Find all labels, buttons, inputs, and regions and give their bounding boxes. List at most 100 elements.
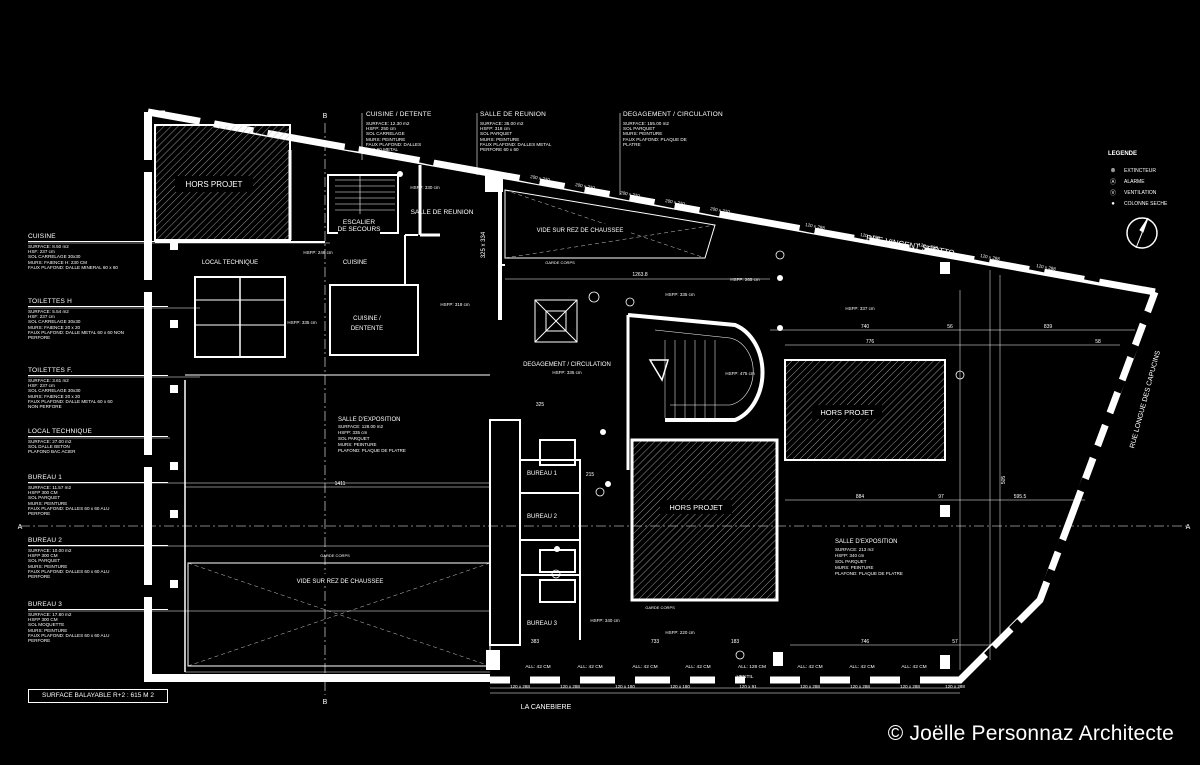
dim-56: 56 <box>947 324 953 330</box>
local-technique-label: LOCAL TECHNIQUE <box>202 260 258 266</box>
left-leader-lines <box>28 242 490 612</box>
dim-884: 884 <box>856 494 865 500</box>
spec-cuisine: CUISINE SURFACE: 8.50 m2 HSF: 237 cm SOL… <box>28 233 188 270</box>
svg-text:120 x 180: 120 x 180 <box>670 684 690 689</box>
hors-projet-area-3 <box>630 438 779 602</box>
spec-bureau-1: BUREAU 1 SURFACE: 11.57 m2 HSFP 300 CM S… <box>28 474 188 516</box>
dim-183: 183 <box>731 639 740 645</box>
stair-label-1: ESCALIER <box>343 219 375 226</box>
hors-projet-label-2: HORS PROJET <box>820 408 874 417</box>
standpipe-icon: ● <box>1111 200 1115 207</box>
svg-text:ALL: 42 CM: ALL: 42 CM <box>632 664 657 670</box>
dim-1263: 1263.8 <box>632 272 648 278</box>
svg-text:SOL PARQUET: SOL PARQUET <box>835 559 867 564</box>
salle-expo-2-title: SALLE D'EXPOSITION <box>835 539 898 545</box>
svg-text:SURFACE: 213 m2: SURFACE: 213 m2 <box>835 547 874 552</box>
dim-58: 58 <box>1095 339 1101 345</box>
svg-text:120 x 91: 120 x 91 <box>739 684 757 689</box>
degagement-label: DEGAGEMENT / CIRCULATION <box>523 362 611 368</box>
svg-text:120 x 288: 120 x 288 <box>980 253 1001 261</box>
svg-text:ALL: 42 CM: ALL: 42 CM <box>849 664 874 670</box>
copyright: © Joëlle Personnaz Architecte <box>887 722 1174 745</box>
bottom-window-dims: 120 x 288 120 x 288 120 x 180 120 x 180 … <box>510 684 965 689</box>
right-dimension-lines <box>770 270 1135 670</box>
top-wall-openings <box>199 116 1101 283</box>
standpipe-markers <box>397 171 783 552</box>
garde-corps-top: GARDE CORPS <box>545 260 575 265</box>
svg-text:PLAFOND: PLAQUE DE PLATRE: PLAFOND: PLAQUE DE PLATRE <box>338 448 406 453</box>
hsfp-475: HSFP: 475 cm <box>725 371 755 376</box>
svg-text:200 x 220: 200 x 220 <box>665 198 686 206</box>
extinguisher-icon: ⊗ <box>1110 168 1116 174</box>
office-walls <box>489 419 581 646</box>
hsfp-246: HSFP: 246 cm <box>303 250 333 255</box>
bureau2-label: BUREAU 2 <box>527 514 558 520</box>
dim-595: 595.5 <box>1014 494 1027 500</box>
ventilation-icon: Ⓥ <box>1109 191 1116 197</box>
cuisine-detente-label-1: CUISINE / <box>353 316 381 322</box>
hsfp-330: HSFP: 330 cm <box>410 185 440 190</box>
hsfp-335-left: HSFP: 335 cm <box>287 320 317 325</box>
svg-text:ALL: 42 CM: ALL: 42 CM <box>685 664 710 670</box>
svg-text:SOL PARQUET: SOL PARQUET <box>338 436 370 441</box>
svg-text:ALL: 128 CM: ALL: 128 CM <box>738 664 766 670</box>
svg-text:PLAFOND: PLAQUE DE PLATRE: PLAFOND: PLAQUE DE PLATRE <box>835 571 903 576</box>
hors-projet-label-1: HORS PROJET <box>186 180 243 189</box>
svg-text:120 x 180: 120 x 180 <box>615 684 635 689</box>
svg-text:VENTIL: VENTIL <box>737 674 754 680</box>
spec-bureau-3: BUREAU 3 SURFACE: 17.80 m2 HSFP 300 CM S… <box>28 601 188 643</box>
dim-215: 215 <box>586 472 595 478</box>
street-bottom: LA CANEBIERE <box>521 704 572 711</box>
svg-text:120 x 288: 120 x 288 <box>1036 263 1057 271</box>
right-wall-openings <box>984 310 1152 659</box>
cuisine-label: CUISINE <box>343 260 367 266</box>
spec-toilettes-h: TOILETTES H SURFACE: 5.54 m2 HSF: 237 cm… <box>28 298 188 340</box>
top-window-dims: 200 x 220 200 x 220 200 x 220 200 x 220 … <box>530 174 1057 271</box>
bottom-facade-lines <box>185 671 960 694</box>
top-note-leaders <box>361 113 621 195</box>
hors-projet-label-3: HORS PROJET <box>669 503 723 512</box>
void-label-top: VIDE SUR REZ DE CHAUSSEE <box>537 228 624 234</box>
alarm-icon: Ⓐ <box>1109 180 1116 186</box>
dim-325x334: 325 x 334 <box>481 231 487 258</box>
interior-walls <box>155 150 505 672</box>
svg-text:ALL: 42 CM: ALL: 42 CM <box>797 664 822 670</box>
dim-383: 383 <box>531 639 540 645</box>
garde-corps-bottom: GARDE CORPS <box>320 553 350 558</box>
svg-text:200 x 220: 200 x 220 <box>530 174 551 182</box>
spec-local-technique: LOCAL TECHNIQUE SURFACE: 27.00 m2 SOL DA… <box>28 428 188 455</box>
bottom-all-labels: ALL: 42 CM ALL: 42 CM ALL: 42 CM ALL: 42… <box>525 664 926 680</box>
salle-expo-1-lines: SURFACE: 128.00 m2 HSFP: 335 cm SOL PARQ… <box>338 424 406 453</box>
legend-item-alarme: Ⓐ ALARME <box>1109 178 1145 187</box>
svg-text:ALL: 42 CM: ALL: 42 CM <box>901 664 926 670</box>
svg-text:120 x 288: 120 x 288 <box>860 232 881 240</box>
surface-label: SURFACE BALAYABLE R+2 : 615 M 2 <box>28 689 168 703</box>
svg-text:HSFP: 340 cm: HSFP: 340 cm <box>835 553 865 558</box>
street-right: RUE LONGUE DES CAPUCINS <box>1129 350 1162 449</box>
bureau1-label: BUREAU 1 <box>527 471 558 477</box>
svg-text:120 x 288: 120 x 288 <box>510 684 530 689</box>
dim-839: 839 <box>1044 324 1053 330</box>
svg-text:120 x 288: 120 x 288 <box>805 222 826 230</box>
svg-text:MURS: PEINTURE: MURS: PEINTURE <box>338 442 377 447</box>
note-cuisine-detente: CUISINE / DETENTE SURFACE: 12.30 m2 HSFP… <box>366 111 432 153</box>
section-b-bottom: B <box>323 699 328 706</box>
legend: LEGENDE ⊗ EXTINCTEUR Ⓐ ALARME Ⓥ VENTILAT… <box>1108 151 1188 209</box>
section-a-left: A <box>18 524 23 531</box>
svg-text:120 x 288: 120 x 288 <box>560 684 580 689</box>
svg-text:120 x 288: 120 x 288 <box>900 684 920 689</box>
section-b-top: B <box>323 113 328 120</box>
note-salle-reunion: SALLE DE REUNION SURFACE: 35.00 m2 HSFP:… <box>480 111 552 153</box>
central-stair <box>626 313 765 470</box>
north-arrow-icon <box>1126 217 1158 249</box>
void-area-bottom <box>187 562 491 667</box>
salle-reunion-label: SALLE DE REUNION <box>411 209 474 216</box>
extinguisher-markers <box>551 250 965 660</box>
dim-325: 325 <box>536 402 545 408</box>
svg-text:120 x 288: 120 x 288 <box>945 684 965 689</box>
void-label-bottom: VIDE SUR REZ DE CHAUSSEE <box>297 579 384 585</box>
dim-776: 776 <box>866 339 875 345</box>
legend-item-colonne: ● COLONNE SECHE <box>1108 198 1188 209</box>
garde-corps-center: GARDE CORPS <box>645 605 675 610</box>
